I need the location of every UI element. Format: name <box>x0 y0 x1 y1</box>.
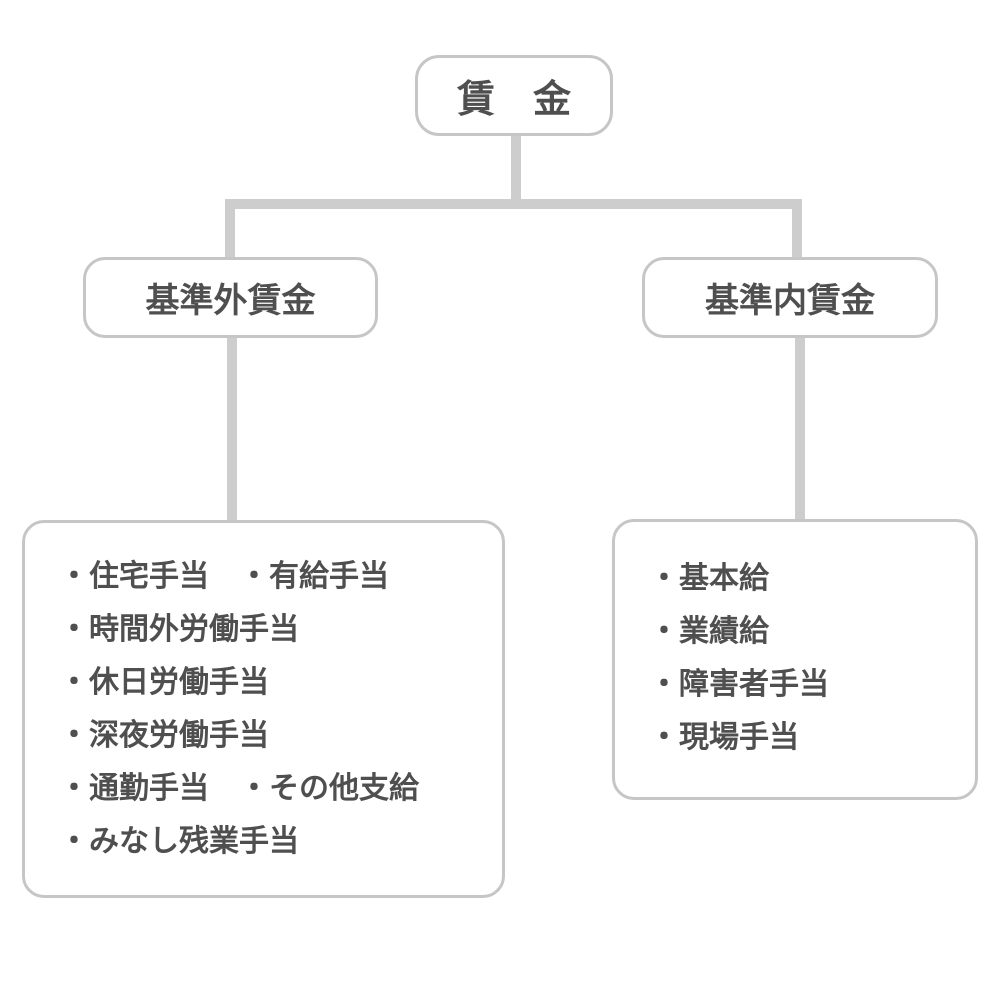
node-wages: 賃 金 <box>415 55 613 136</box>
list-standard-wage-items: ・基本給 ・業績給 ・障害者手当 ・現場手当 <box>612 519 978 800</box>
connector-right-leaf-drop <box>795 336 805 522</box>
list-item: ・通勤手当 ・その他支給 <box>59 771 419 806</box>
list-item: ・時間外労働手当 <box>59 612 299 647</box>
node-standard-wages: 基準内賃金 <box>642 257 938 338</box>
list-item: ・深夜労働手当 <box>59 718 269 753</box>
list-item: ・住宅手当 ・有給手当 <box>59 559 389 594</box>
connector-left-branch-drop <box>225 199 235 261</box>
list-item: ・現場手当 <box>649 720 799 755</box>
node-standard-wages-label: 基準内賃金 <box>705 281 875 321</box>
node-non-standard-wages: 基準外賃金 <box>83 257 378 338</box>
node-non-standard-wages-label: 基準外賃金 <box>145 281 316 321</box>
list-item: ・みなし残業手当 <box>59 824 299 859</box>
standard-wage-item-list: ・基本給 ・業績給 ・障害者手当 ・現場手当 <box>649 552 959 764</box>
connector-right-branch-drop <box>792 199 802 261</box>
connector-left-leaf-drop <box>227 336 237 522</box>
non-standard-wage-item-list: ・住宅手当 ・有給手当 ・時間外労働手当 ・休日労働手当 ・深夜労働手当 ・通勤… <box>59 550 486 868</box>
list-non-standard-wage-items: ・住宅手当 ・有給手当 ・時間外労働手当 ・休日労働手当 ・深夜労働手当 ・通勤… <box>22 520 505 898</box>
connector-branch-bar <box>225 199 802 209</box>
connector-root-stem <box>511 132 521 205</box>
list-item: ・基本給 <box>649 561 769 596</box>
list-item: ・休日労働手当 <box>59 665 269 700</box>
node-wages-label: 賃 金 <box>456 77 571 121</box>
list-item: ・業績給 <box>649 614 769 649</box>
list-item: ・障害者手当 <box>649 667 829 702</box>
